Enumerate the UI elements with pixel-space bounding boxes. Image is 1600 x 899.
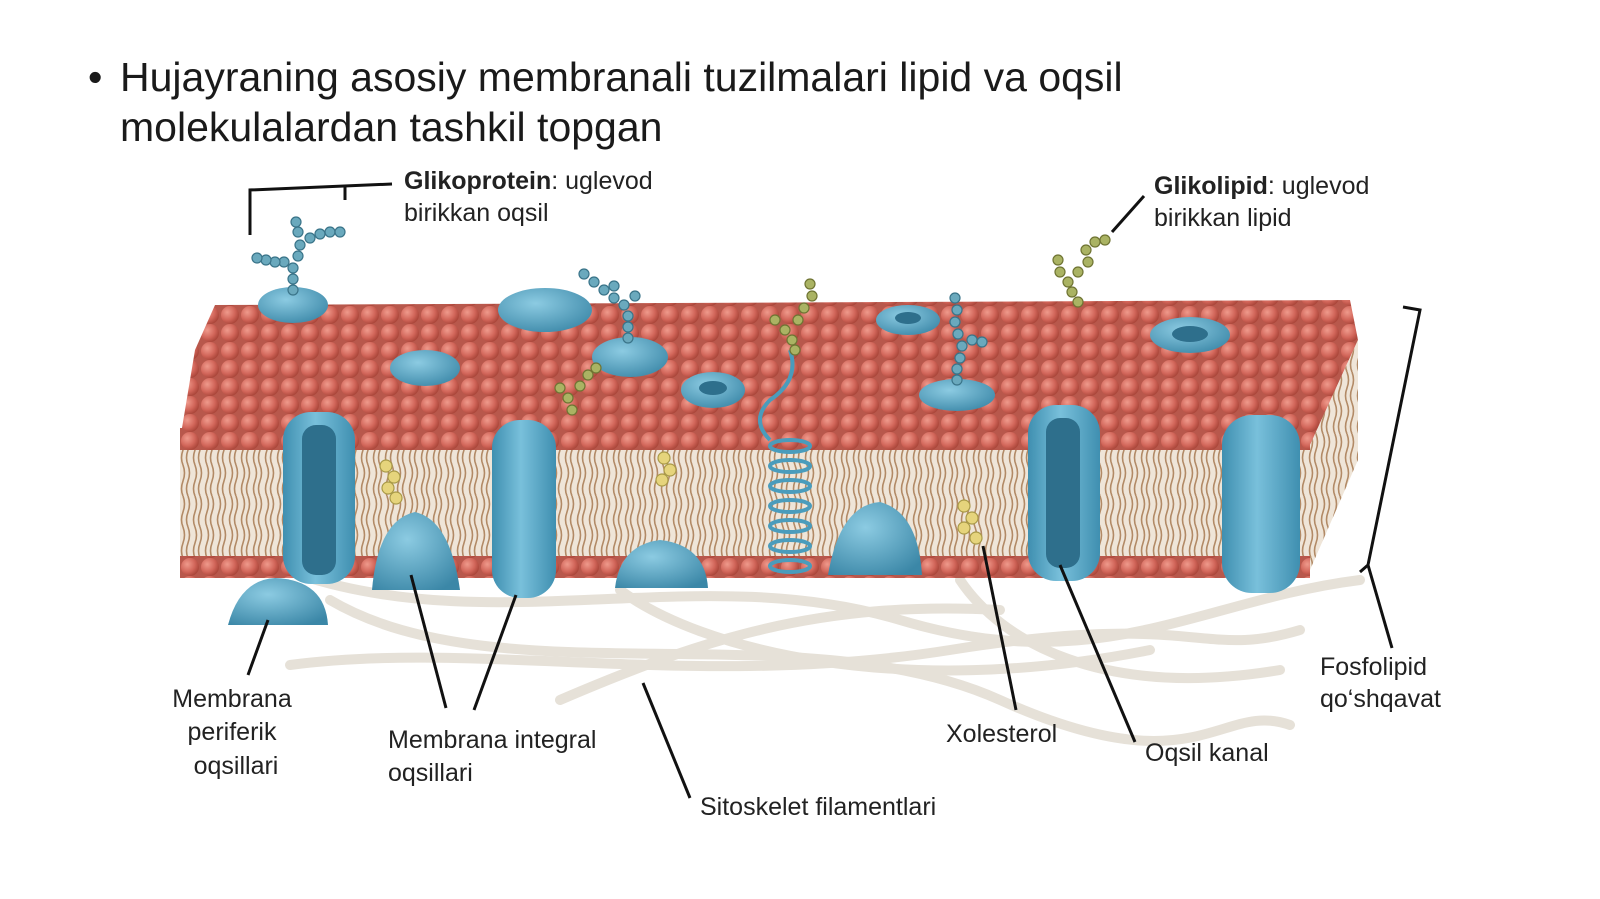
cytoskeleton-filaments: [285, 570, 1365, 746]
label-bilayer-2: qo‘shqavat: [1320, 685, 1441, 713]
label-channel: Oqsil kanal: [1145, 739, 1269, 767]
label-glycoprotein: Glikoprotein: uglevod: [404, 167, 653, 195]
head-rows: [180, 428, 1310, 578]
label-cytoskeleton: Sitoskelet filamentlari: [700, 793, 936, 821]
glycoprotein-sugars: [251, 216, 988, 386]
label-glycoprotein-term: Glikoprotein: [404, 167, 551, 195]
slide-bullet: • Hujayraning asosiy membranali tuzilmal…: [88, 52, 1388, 152]
bullet-line-1: Hujayraning asosiy membranali tuzilmalar…: [120, 54, 1123, 100]
label-glycolipid-term: Glikolipid: [1154, 172, 1268, 200]
label-integral-1: Membrana integral: [388, 726, 596, 754]
label-integral-2: oqsillari: [388, 759, 473, 787]
bullet-line-2: molekulalardan tashkil topgan: [120, 104, 663, 150]
label-peripheral-3: oqsillari: [194, 752, 279, 780]
glycolipid-sugars: [554, 234, 1111, 416]
surface-proteins: [258, 287, 1230, 411]
label-glycolipid-line2: birikkan lipid: [1154, 204, 1292, 232]
label-peripheral-1: Membrana: [172, 685, 292, 713]
label-glycolipid-rest: : uglevod: [1268, 172, 1369, 200]
bilayer-side-face: [1310, 340, 1358, 570]
label-peripheral-2: periferik: [188, 718, 277, 746]
integral-proteins: [283, 405, 1300, 598]
label-bilayer-1: Fosfolipid: [1320, 653, 1427, 681]
label-glycolipid: Glikolipid: uglevod: [1154, 172, 1369, 200]
helical-protein: [758, 349, 812, 574]
label-glycoprotein-rest: : uglevod: [551, 167, 652, 195]
bilayer-tails: [180, 440, 1310, 570]
cholesterol-molecules: [379, 451, 983, 545]
bullet-marker: •: [88, 54, 103, 100]
peripheral-proteins: [228, 502, 922, 625]
label-glycoprotein-line2: birikkan oqsil: [404, 199, 549, 227]
leader-lines: [246, 182, 1422, 799]
label-cholesterol: Xolesterol: [946, 720, 1057, 748]
